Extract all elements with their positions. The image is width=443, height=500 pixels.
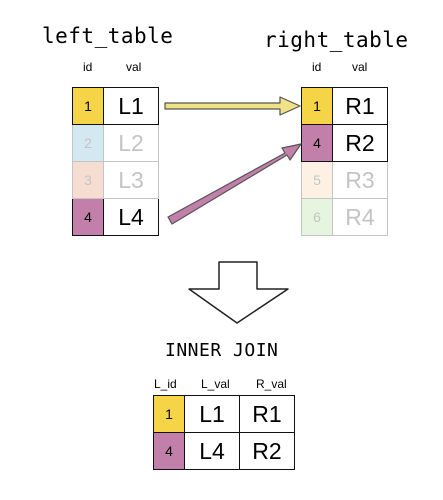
right-row-1-id: 1 — [301, 87, 333, 125]
right-row-2: 4 R2 — [301, 124, 388, 162]
inner-join-label: INNER JOIN — [165, 340, 279, 361]
right-row-3-id: 5 — [301, 161, 333, 199]
left-table-title: left_table — [42, 24, 174, 48]
match-arrow-4-to-4 — [167, 143, 302, 225]
left-row-1-val: L1 — [103, 87, 159, 125]
right-val-header: val — [352, 60, 368, 74]
right-row-4-val: R4 — [332, 198, 388, 236]
left-id-header: id — [83, 60, 93, 74]
match-arrow-1-to-1 — [164, 96, 301, 116]
right-row-3: 5 R3 — [301, 161, 388, 199]
right-table-title: right_table — [264, 28, 409, 52]
right-row-1: 1 R1 — [301, 87, 388, 125]
right-row-1-val: R1 — [332, 87, 388, 125]
left-row-4-id: 4 — [72, 198, 104, 236]
result-row-1-id: 1 — [153, 395, 185, 433]
result-row-2-rval: R2 — [239, 432, 295, 470]
result-row-2: 4 L4 R2 — [153, 432, 295, 470]
right-id-header: id — [312, 60, 322, 74]
right-row-4: 6 R4 — [301, 198, 388, 236]
left-table: 1 L1 2 L2 3 L3 4 L4 — [72, 87, 159, 236]
result-lid-header: L_id — [154, 377, 177, 391]
result-row-1-lval: L1 — [184, 395, 240, 433]
result-row-1: 1 L1 R1 — [153, 395, 295, 433]
left-val-header: val — [126, 60, 142, 74]
result-rval-header: R_val — [256, 377, 287, 391]
result-row-2-lval: L4 — [184, 432, 240, 470]
left-row-3-val: L3 — [103, 161, 159, 199]
result-lval-header: L_val — [201, 377, 230, 391]
left-row-4: 4 L4 — [72, 198, 159, 236]
result-row-1-rval: R1 — [239, 395, 295, 433]
join-down-arrow-icon — [188, 261, 289, 324]
left-row-3: 3 L3 — [72, 161, 159, 199]
right-row-4-id: 6 — [301, 198, 333, 236]
right-table: 1 R1 4 R2 5 R3 6 R4 — [301, 87, 388, 236]
left-row-4-val: L4 — [103, 198, 159, 236]
result-table: 1 L1 R1 4 L4 R2 — [153, 395, 295, 470]
left-row-3-id: 3 — [72, 161, 104, 199]
result-row-2-id: 4 — [153, 432, 185, 470]
